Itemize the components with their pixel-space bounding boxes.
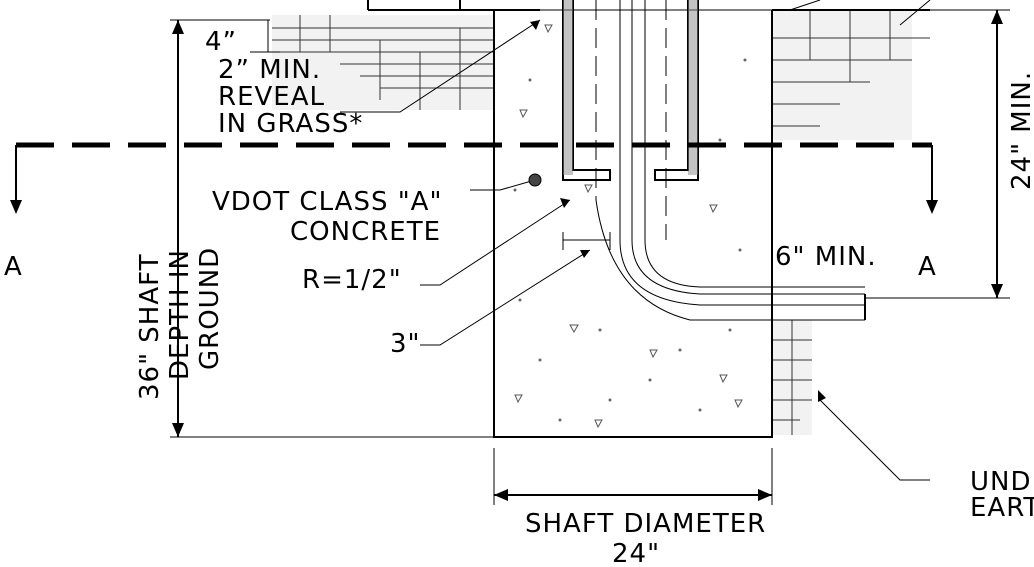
leader-lines [340, 0, 931, 481]
concrete-speckle [513, 58, 747, 422]
undisturbed-label-1: UNDI [970, 467, 1034, 497]
radius-label: R=1/2" [302, 265, 402, 295]
concrete-label-2: CONCRETE [290, 217, 441, 247]
section-a-right: A [918, 252, 937, 282]
ground-hatch-left [272, 15, 494, 110]
depth-dimension [170, 19, 494, 438]
anchor-bolt-left [562, 0, 611, 181]
diameter-dimension [493, 448, 773, 505]
undisturbed-label-2: EART [970, 493, 1034, 523]
depth-label-1: 36" SHAFT [135, 253, 165, 400]
section-a-left: A [4, 252, 23, 282]
concrete-shaft [493, 9, 773, 438]
base-top [367, 0, 930, 11]
section-line [10, 142, 938, 214]
conduit [595, 0, 866, 321]
reveal-label-1: 2” MIN. [218, 55, 321, 85]
depth-label-3: GROUND [195, 247, 225, 370]
reveal-label-3: IN GRASS* [218, 109, 363, 139]
three-inch-dimension [562, 232, 611, 250]
anchor-bolt-right [654, 0, 699, 181]
reveal-label-2: REVEAL [218, 82, 325, 112]
six-inch-min-label: 6" MIN. [775, 242, 877, 272]
diameter-label-1: SHAFT DIAMETER [525, 509, 766, 539]
depth-label-2: DEPTH IN [165, 249, 195, 380]
concrete-label-1: VDOT CLASS "A" [212, 187, 442, 217]
ground-hatch-right [772, 10, 930, 435]
min24-dimension [865, 9, 1010, 299]
three-inch-label: 3" [390, 329, 421, 359]
min24-label: 24" MIN. [1007, 71, 1034, 190]
four-inch-label: 4” [205, 27, 237, 57]
concrete-aggregate [514, 24, 743, 429]
diameter-label-2: 24" [612, 539, 660, 567]
four-inch-dimension [250, 20, 280, 53]
